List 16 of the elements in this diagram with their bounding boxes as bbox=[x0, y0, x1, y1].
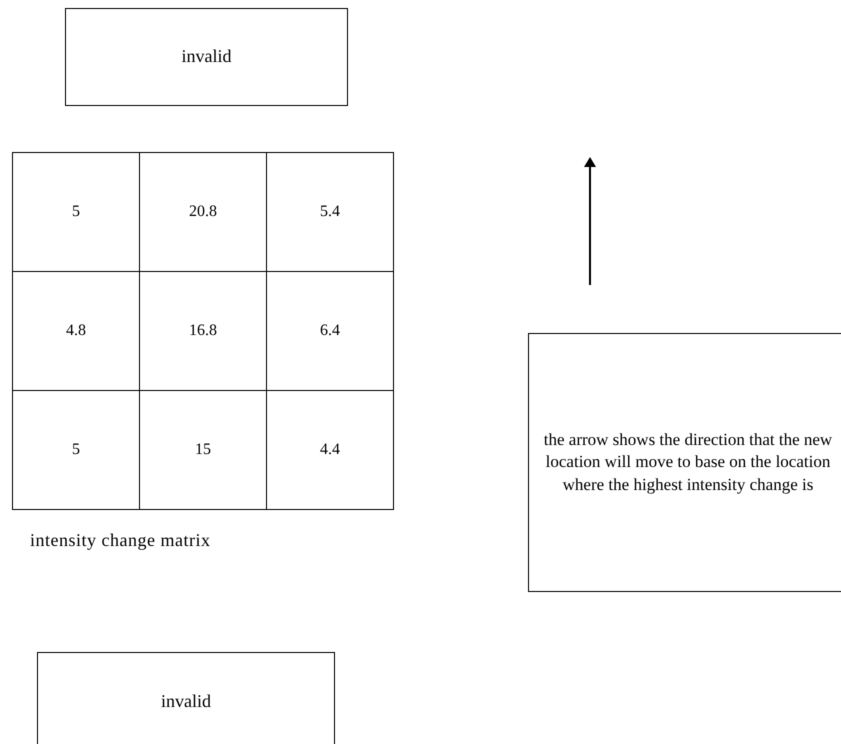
matrix-cell: 15 bbox=[140, 390, 266, 510]
matrix-cell: 5.4 bbox=[266, 152, 394, 272]
state-label: invalid bbox=[182, 45, 232, 68]
matrix-cell: 5 bbox=[12, 390, 140, 510]
matrix-caption: intensity change matrix bbox=[30, 530, 210, 551]
note-box bbox=[528, 333, 841, 592]
matrix-cell: 20.8 bbox=[140, 152, 266, 272]
state-box bbox=[37, 652, 335, 744]
matrix-cell: 5 bbox=[12, 152, 140, 272]
note-text: the arrow shows the direction that the new location will move to base on the location where the highest intensity change is bbox=[542, 429, 834, 496]
matrix-cell: 16.8 bbox=[140, 272, 266, 390]
matrix-cell: 6.4 bbox=[266, 272, 394, 390]
state-label: invalid bbox=[161, 690, 211, 714]
matrix-cell: 4.4 bbox=[266, 390, 394, 510]
matrix-cell: 4.8 bbox=[12, 272, 140, 390]
state-box bbox=[65, 8, 348, 106]
